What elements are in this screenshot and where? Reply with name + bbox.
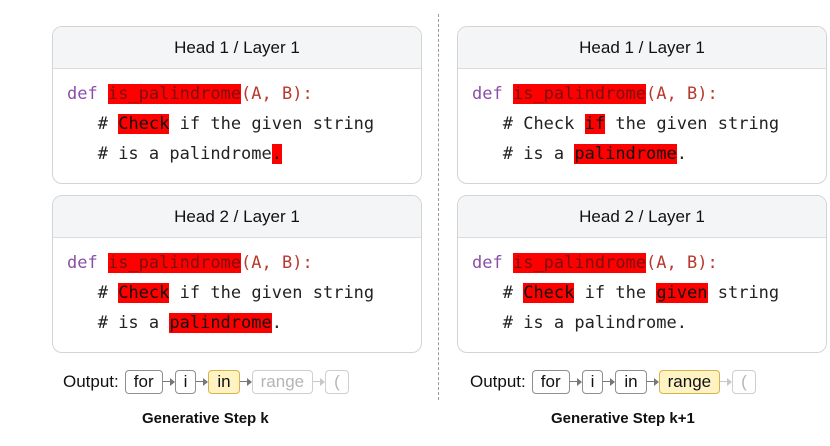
token-given: given bbox=[656, 283, 708, 303]
output-token-range-current: range bbox=[658, 370, 721, 394]
token-period: . bbox=[271, 313, 282, 333]
token-if: if bbox=[179, 114, 201, 134]
keyword-def: def bbox=[67, 84, 98, 104]
arrow-icon bbox=[720, 377, 733, 387]
token-args: (A, B): bbox=[646, 253, 718, 273]
arrow-icon bbox=[239, 377, 252, 387]
output-token-i: i bbox=[174, 370, 197, 394]
token-func-name: is_palindrome bbox=[512, 84, 647, 104]
token-period: . bbox=[676, 144, 687, 164]
output-token-i: i bbox=[581, 370, 604, 394]
step-label-k: Generative Step k bbox=[142, 410, 269, 427]
keyword-def: def bbox=[472, 253, 503, 273]
token: the bbox=[200, 114, 252, 134]
code-block: def is_palindrome(A, B): # Check if the … bbox=[53, 238, 421, 338]
output-token-in: in bbox=[615, 370, 647, 394]
arrow-icon bbox=[646, 377, 659, 387]
token: the bbox=[605, 114, 657, 134]
attention-card-head2-step-k: Head 2 / Layer 1 def is_palindrome(A, B)… bbox=[52, 195, 422, 353]
token: # is a bbox=[502, 313, 575, 333]
code-block: def is_palindrome(A, B): # Check if the … bbox=[458, 238, 826, 338]
token-func-name: is_palindrome bbox=[512, 253, 647, 273]
token-if: if bbox=[179, 283, 201, 303]
step-label-k-plus-1: Generative Step k+1 bbox=[551, 410, 695, 427]
card-title: Head 2 / Layer 1 bbox=[458, 196, 826, 238]
token bbox=[169, 283, 179, 303]
arrow-icon bbox=[603, 377, 616, 387]
output-token-paren: ( bbox=[325, 370, 349, 394]
token-palindrome: palindrome bbox=[169, 144, 272, 164]
output-sequence-step-k1: Output: for i in range ( bbox=[470, 370, 756, 394]
arrow-icon bbox=[162, 377, 175, 387]
token-given: given bbox=[251, 283, 303, 303]
card-title: Head 1 / Layer 1 bbox=[53, 27, 421, 69]
token-check: Check bbox=[118, 283, 170, 303]
attention-card-head1-step-k1: Head 1 / Layer 1 def is_palindrome(A, B)… bbox=[457, 26, 827, 184]
keyword-def: def bbox=[472, 84, 503, 104]
token-if: if bbox=[584, 283, 606, 303]
arrow-icon bbox=[569, 377, 582, 387]
token-given: given bbox=[251, 114, 303, 134]
token-period: . bbox=[676, 313, 687, 333]
arrow-icon bbox=[196, 377, 209, 387]
output-token-range: range bbox=[251, 370, 314, 394]
code-block: def is_palindrome(A, B): # Check if the … bbox=[458, 69, 826, 169]
token-given: given bbox=[656, 114, 708, 134]
output-label: Output: bbox=[470, 372, 526, 391]
token: string bbox=[707, 114, 780, 134]
token: string bbox=[302, 114, 375, 134]
token-func-name: is_palindrome bbox=[107, 253, 242, 273]
attention-card-head1-step-k: Head 1 / Layer 1 def is_palindrome(A, B)… bbox=[52, 26, 422, 184]
code-block: def is_palindrome(A, B): # Check if the … bbox=[53, 69, 421, 169]
token: string bbox=[302, 283, 375, 303]
output-token-for: for bbox=[531, 370, 570, 394]
attention-card-head2-step-k1: Head 2 / Layer 1 def is_palindrome(A, B)… bbox=[457, 195, 827, 353]
token-if: if bbox=[584, 114, 606, 134]
token: # bbox=[97, 283, 119, 303]
output-token-paren: ( bbox=[732, 370, 756, 394]
token-check: Check bbox=[118, 114, 170, 134]
token: # bbox=[502, 283, 524, 303]
token: # is a bbox=[97, 144, 170, 164]
token: string bbox=[707, 283, 780, 303]
token-palindrome: palindrome bbox=[574, 313, 677, 333]
token: # is a bbox=[97, 313, 170, 333]
card-title: Head 2 / Layer 1 bbox=[53, 196, 421, 238]
token: the bbox=[605, 283, 657, 303]
token: the bbox=[200, 283, 252, 303]
token-palindrome: palindrome bbox=[169, 313, 272, 333]
token: # bbox=[97, 114, 119, 134]
token bbox=[169, 114, 179, 134]
token-args: (A, B): bbox=[646, 84, 718, 104]
token: # bbox=[502, 114, 524, 134]
token-check: Check bbox=[523, 114, 575, 134]
token-check: Check bbox=[523, 283, 575, 303]
token-args: (A, B): bbox=[241, 253, 313, 273]
output-label: Output: bbox=[63, 372, 119, 391]
output-sequence-step-k: Output: for i in range ( bbox=[63, 370, 349, 394]
panel-divider bbox=[438, 14, 439, 400]
card-title: Head 1 / Layer 1 bbox=[458, 27, 826, 69]
token-period: . bbox=[271, 144, 282, 164]
arrow-icon bbox=[313, 377, 326, 387]
token-func-name: is_palindrome bbox=[107, 84, 242, 104]
output-token-for: for bbox=[124, 370, 163, 394]
token-args: (A, B): bbox=[241, 84, 313, 104]
output-token-in-current: in bbox=[208, 370, 240, 394]
token-palindrome: palindrome bbox=[574, 144, 677, 164]
token: # is a bbox=[502, 144, 575, 164]
token bbox=[574, 283, 584, 303]
keyword-def: def bbox=[67, 253, 98, 273]
token bbox=[574, 114, 584, 134]
